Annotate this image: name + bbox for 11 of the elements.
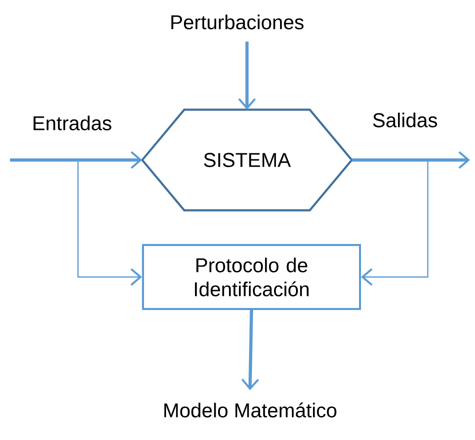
- process-box: Protocolo de Identificación: [142, 244, 361, 310]
- arrow: [352, 159, 428, 286]
- arrow: [77, 160, 142, 286]
- text-label: Perturbaciones: [171, 14, 304, 30]
- text-label: Modelo Matemático: [164, 402, 336, 418]
- arrow: [241, 310, 259, 390]
- edge-label: Entradas: [30, 114, 114, 132]
- edge-label: Salidas: [370, 111, 440, 129]
- arrow: [238, 42, 256, 110]
- arrow: [10, 151, 142, 169]
- arrow: [352, 151, 470, 169]
